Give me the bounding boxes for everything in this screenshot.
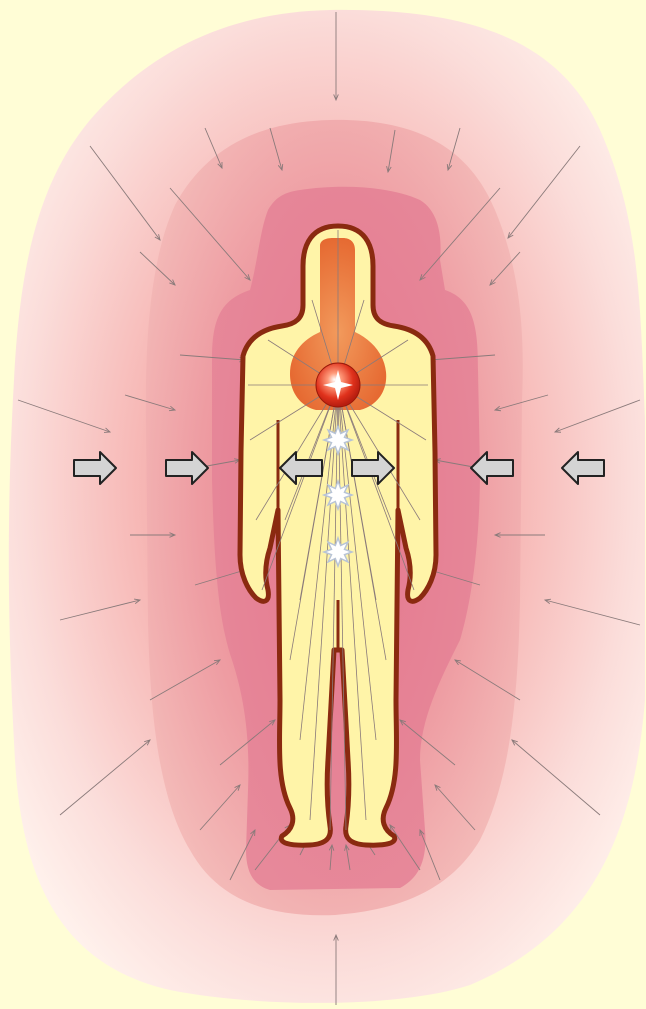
heart-center bbox=[316, 363, 360, 407]
star-burst-icon bbox=[324, 538, 352, 566]
star-burst-icon bbox=[324, 426, 352, 454]
star-burst-icon bbox=[324, 481, 352, 509]
